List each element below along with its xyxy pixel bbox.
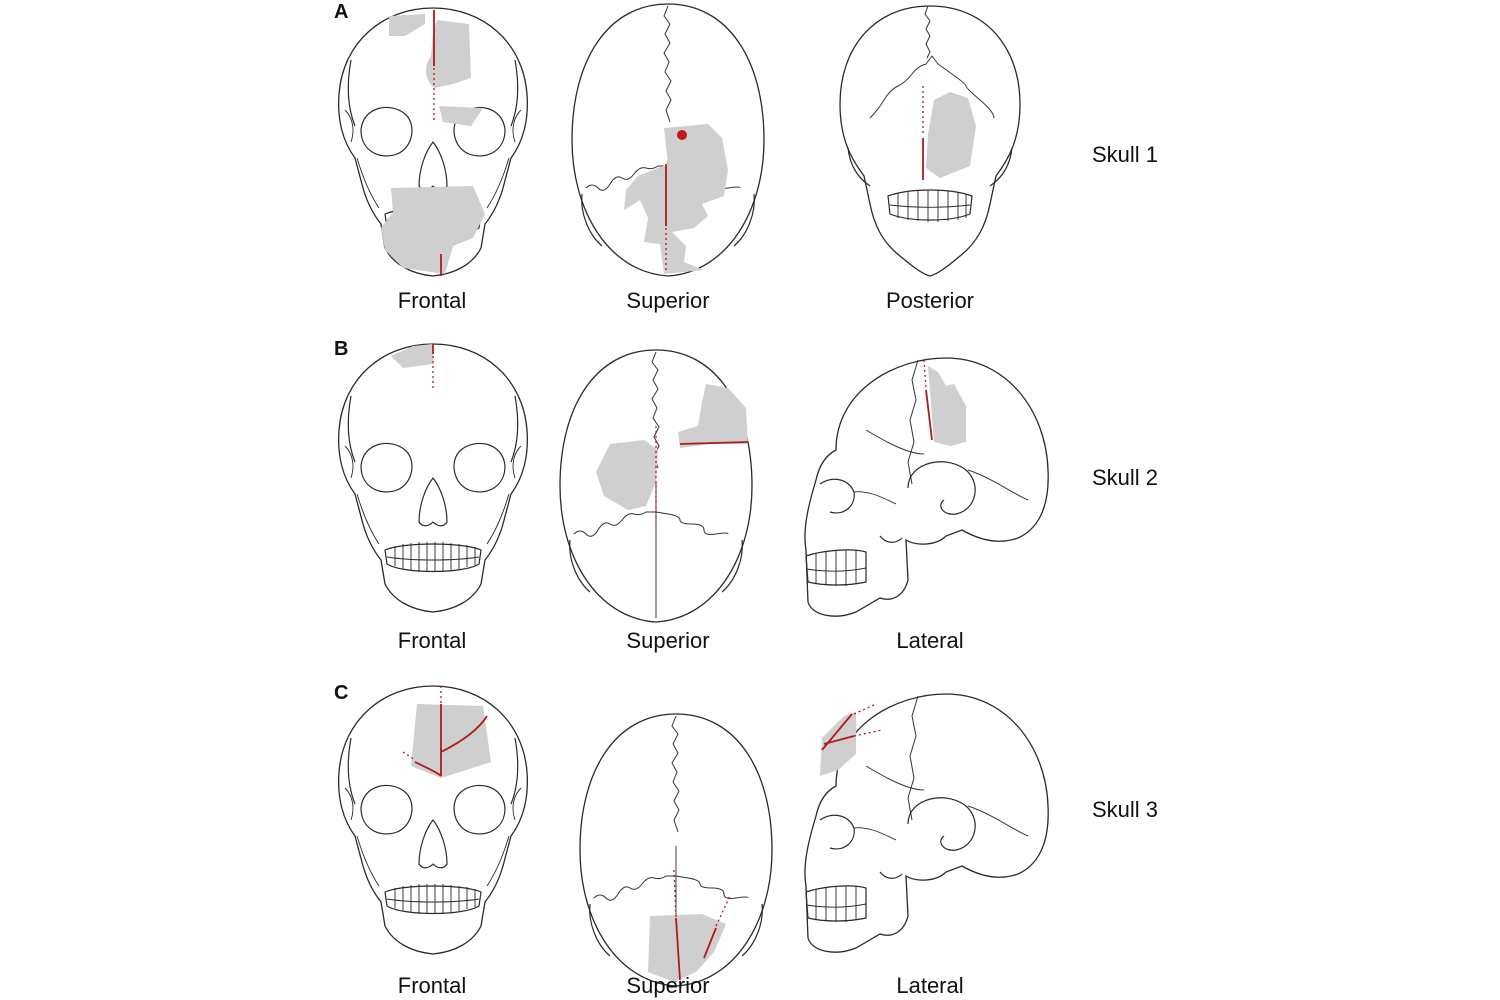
damage-area bbox=[624, 124, 728, 274]
view-label: Lateral bbox=[896, 628, 964, 653]
panel-letter-b: B bbox=[334, 338, 349, 360]
skull-lateral-drawing-icon bbox=[804, 357, 1049, 617]
skull-frontal-drawing-icon bbox=[337, 685, 529, 955]
fracture-line bbox=[675, 917, 681, 981]
panel-a-frontal-view bbox=[333, 2, 533, 282]
view-label: Superior bbox=[626, 628, 710, 653]
panel-b-lateral-view bbox=[796, 350, 1056, 630]
panel-a-superior-view bbox=[568, 0, 768, 280]
view-label: Lateral bbox=[896, 973, 964, 998]
skull-superior-drawing-icon bbox=[571, 3, 765, 277]
view-label: Frontal bbox=[397, 288, 467, 313]
damage-area bbox=[439, 106, 483, 126]
view-label: Superior bbox=[626, 973, 710, 998]
view-label: Posterior bbox=[885, 288, 975, 313]
skull-posterior-drawing-icon bbox=[839, 5, 1021, 277]
damage-area bbox=[678, 384, 748, 448]
impact-point bbox=[677, 130, 687, 140]
fracture-line bbox=[679, 441, 749, 445]
damage-area bbox=[928, 366, 966, 446]
fracture-line-dotted bbox=[715, 895, 731, 927]
skull-frontal-drawing-icon bbox=[337, 343, 529, 613]
panel-c-frontal-view bbox=[333, 680, 533, 960]
skull-label: Skull 1 bbox=[1092, 142, 1159, 167]
skull-label: Skull 3 bbox=[1092, 797, 1159, 822]
damage-area bbox=[820, 712, 856, 776]
fracture-line bbox=[703, 927, 717, 959]
fracture-line bbox=[440, 715, 488, 753]
skull-lateral-drawing-icon bbox=[804, 693, 1049, 953]
panel-a-posterior-view bbox=[830, 0, 1030, 280]
panel-letter-c: C bbox=[334, 682, 349, 704]
fracture-line-dotted bbox=[853, 703, 877, 715]
damage-area bbox=[926, 92, 976, 178]
damage-area bbox=[411, 704, 491, 778]
fracture-line bbox=[823, 735, 855, 745]
damage-area bbox=[389, 14, 425, 36]
panel-c-lateral-view bbox=[796, 686, 1056, 966]
skull-label: Skull 2 bbox=[1092, 465, 1159, 490]
fracture-line bbox=[925, 389, 933, 441]
view-label: Superior bbox=[626, 288, 710, 313]
damage-area bbox=[391, 344, 433, 368]
skull-superior-drawing-icon bbox=[559, 349, 753, 623]
fracture-line-dotted bbox=[673, 869, 677, 919]
panel-b-frontal-view bbox=[333, 338, 533, 618]
skull-superior-drawing-icon bbox=[579, 713, 773, 987]
damage-area bbox=[381, 186, 485, 274]
view-label: Frontal bbox=[397, 628, 467, 653]
view-label: Frontal bbox=[397, 973, 467, 998]
damage-area bbox=[648, 914, 726, 982]
fracture-line bbox=[414, 761, 442, 777]
panel-letter-a: A bbox=[334, 1, 349, 23]
panel-b-superior-view bbox=[556, 346, 756, 626]
damage-area bbox=[596, 440, 658, 510]
panel-c-superior-view bbox=[576, 710, 776, 990]
damage-area bbox=[426, 20, 471, 88]
skull-frontal-drawing-icon bbox=[337, 7, 529, 277]
